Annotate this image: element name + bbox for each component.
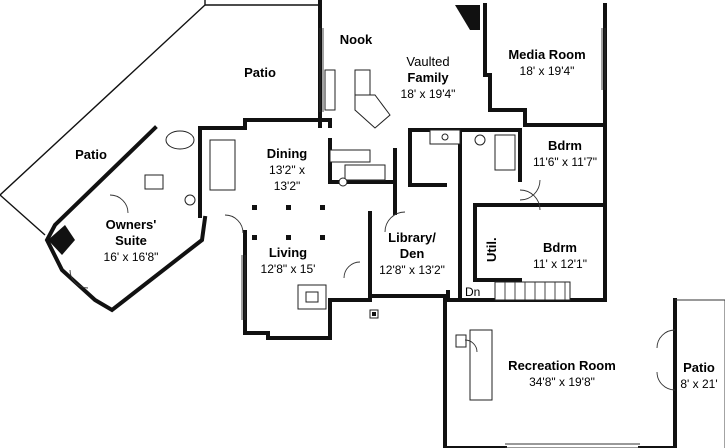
kitchen-counters [324, 69, 391, 163]
room-bdrm-lower: Bdrm 11' x 12'1" [533, 240, 587, 272]
room-patio-top-name: Patio [244, 65, 276, 80]
room-library-den-name-1: Library/ [388, 230, 436, 245]
room-owners-suite-name-1: Owners' [105, 217, 157, 232]
door-swings [69, 179, 676, 391]
room-owners-suite-name-2: Suite [115, 233, 147, 248]
patio-outline [0, 0, 206, 196]
room-bdrm-upper: Bdrm 11'6" x 11'7" [533, 138, 597, 170]
room-library-den: Library/ Den 12'8" x 13'2" [379, 230, 445, 278]
room-dining-dims-1: 13'2" x [269, 163, 305, 177]
room-util: Util. [484, 237, 499, 262]
room-nook-name: Nook [339, 32, 373, 47]
room-owners-suite: Owners' Suite 16' x 16'8" [104, 217, 159, 265]
room-recreation-dims: 34'8" x 19'8" [529, 375, 595, 389]
columns [252, 205, 325, 240]
stair-down-note: Dn [465, 285, 481, 299]
stairs [494, 281, 571, 301]
room-bdrm-lower-name: Bdrm [543, 240, 577, 255]
owners-bath-fixtures [144, 130, 236, 206]
room-media-dims: 18' x 19'4" [519, 64, 575, 78]
room-media-name: Media Room [508, 47, 586, 62]
room-living: Living 12'8" x 15' [261, 245, 316, 277]
center-bath-fixtures [338, 129, 516, 187]
room-nook: Nook [340, 32, 373, 48]
room-recreation: Recreation Room 34'8" x 19'8" [508, 358, 616, 390]
room-living-name: Living [268, 245, 308, 260]
room-recreation-name: Recreation Room [508, 358, 616, 373]
room-living-dims: 12'8" x 15' [260, 262, 316, 276]
windows [241, 28, 725, 448]
patio-outline-left [0, 194, 46, 236]
room-dining-name: Dining [266, 146, 308, 161]
room-patio-top: Patio [244, 65, 276, 81]
room-dining: Dining 13'2" x 13'2" [267, 146, 307, 194]
living-fireplace [297, 284, 379, 319]
room-patio-right-dims: 8' x 21' [680, 377, 718, 391]
room-library-den-name-2: Den [399, 246, 425, 261]
room-patio-right: Patio 8' x 21' [680, 360, 717, 392]
room-library-den-dims: 12'8" x 13'2" [379, 263, 445, 277]
room-vaulted-family-name-2: Family [407, 70, 449, 85]
room-vaulted-family-dims: 18' x 19'4" [400, 87, 456, 101]
room-bdrm-lower-dims: 11' x 12'1" [533, 257, 587, 271]
room-patio-right-name: Patio [683, 360, 715, 375]
fireplace-owners [48, 225, 75, 255]
room-dining-dims-2: 13'2" [273, 179, 301, 193]
room-owners-suite-dims: 16' x 16'8" [103, 250, 159, 264]
room-patio-left-name: Patio [75, 147, 107, 162]
room-media: Media Room 18' x 19'4" [508, 47, 585, 79]
room-bdrm-upper-name: Bdrm [548, 138, 582, 153]
rec-room-bar [455, 329, 493, 401]
room-bdrm-upper-dims: 11'6" x 11'7" [532, 155, 598, 169]
room-vaulted-family: Vaulted Family 18' x 19'4" [401, 54, 456, 102]
fireplace-nook [455, 5, 480, 30]
room-patio-left: Patio [75, 147, 107, 163]
room-vaulted-family-name-1: Vaulted [406, 54, 450, 69]
